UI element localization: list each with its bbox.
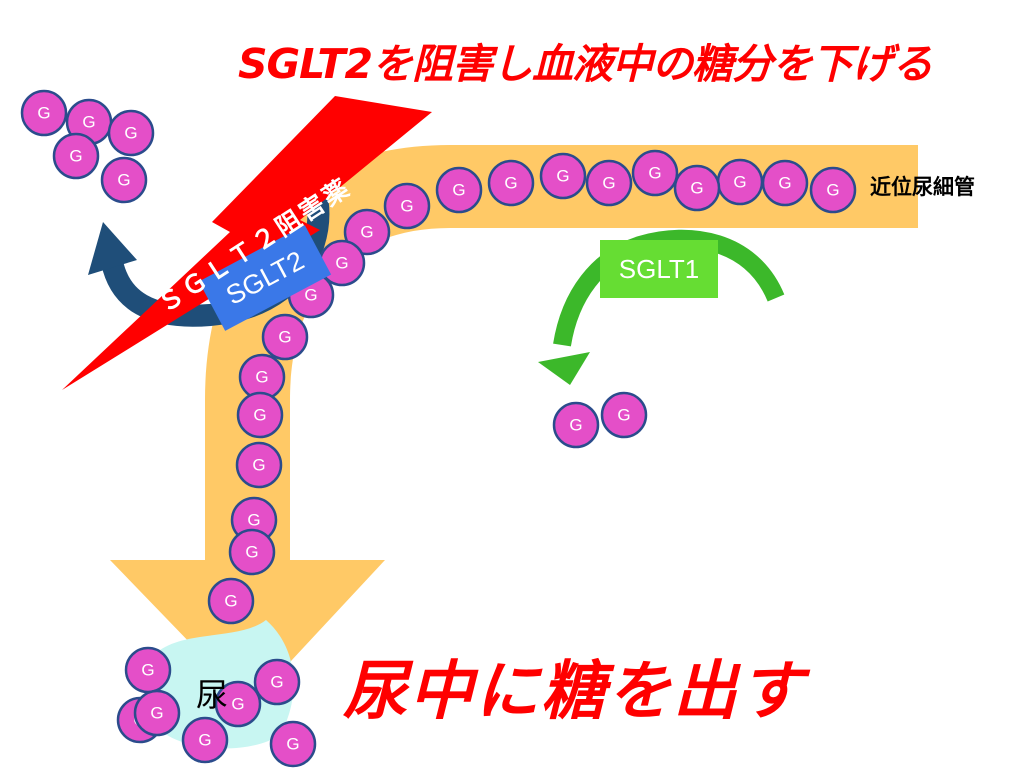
glucose-circle — [600, 391, 648, 439]
glucose-molecule: G — [236, 391, 284, 439]
glucose-circle — [181, 716, 229, 764]
glucose-label: G — [150, 704, 163, 723]
glucose-label: G — [617, 406, 630, 425]
glucose-label: G — [245, 543, 258, 562]
glucose-label: G — [286, 735, 299, 754]
sglt1-transporter: SGLT1 — [600, 240, 718, 298]
glucose-circle — [269, 720, 317, 768]
sglt2-arrowhead — [88, 222, 137, 275]
glucose-label: G — [252, 456, 265, 475]
glucose-label: G — [826, 181, 839, 200]
glucose-label: G — [648, 164, 661, 183]
sglt1-arrowhead — [538, 352, 590, 385]
glucose-circle — [107, 109, 155, 157]
glucose-label: G — [69, 147, 82, 166]
glucose-circle — [435, 166, 483, 214]
glucose-label: G — [452, 181, 465, 200]
glucose-label: G — [778, 174, 791, 193]
glucose-label: G — [602, 174, 615, 193]
glucose-circle — [585, 159, 633, 207]
glucose-label: G — [304, 286, 317, 305]
glucose-label: G — [733, 173, 746, 192]
glucose-molecule: G — [269, 720, 317, 768]
glucose-molecule: G — [133, 689, 181, 737]
glucose-label: G — [117, 171, 130, 190]
glucose-label: G — [247, 511, 260, 530]
glucose-label: G — [270, 673, 283, 692]
glucose-circle — [809, 166, 857, 214]
glucose-circle — [228, 528, 276, 576]
glucose-molecule: G — [487, 159, 535, 207]
glucose-molecule: G — [631, 149, 679, 197]
glucose-molecule: G — [253, 658, 301, 706]
glucose-molecule: G — [435, 166, 483, 214]
glucose-molecule: G — [261, 313, 309, 361]
glucose-circle — [487, 159, 535, 207]
glucose-label: G — [556, 167, 569, 186]
glucose-circle — [235, 441, 283, 489]
glucose-molecule: G — [228, 528, 276, 576]
glucose-label: G — [360, 223, 373, 242]
urine-label: 尿 — [196, 676, 229, 714]
glucose-circle — [253, 658, 301, 706]
glucose-label: G — [504, 174, 517, 193]
glucose-molecule: G — [20, 89, 68, 137]
glucose-label: G — [124, 124, 137, 143]
glucose-circle — [261, 313, 309, 361]
glucose-molecule: G — [716, 158, 764, 206]
glucose-label: G — [400, 197, 413, 216]
glucose-molecule: G — [207, 577, 255, 625]
glucose-molecule: G — [383, 182, 431, 230]
page-title: SGLT2を阻害し血液中の糖分を下げる — [237, 40, 933, 88]
glucose-label: G — [231, 695, 244, 714]
glucose-circle — [100, 156, 148, 204]
glucose-molecule: G — [585, 159, 633, 207]
glucose-label: G — [255, 368, 268, 387]
glucose-label: G — [141, 661, 154, 680]
glucose-molecule: G — [343, 208, 391, 256]
inhibitor-bolt — [62, 96, 432, 390]
glucose-circle — [631, 149, 679, 197]
tubule-label: 近位尿細管 — [870, 175, 975, 199]
glucose-molecule: G — [552, 401, 600, 449]
glucose-circle — [236, 391, 284, 439]
glucose-circle — [52, 132, 100, 180]
glucose-molecule: G — [181, 716, 229, 764]
glucose-label: G — [198, 731, 211, 750]
glucose-molecule: G — [124, 646, 172, 694]
glucose-molecule: G — [107, 109, 155, 157]
glucose-molecule: G — [235, 441, 283, 489]
glucose-label: G — [224, 592, 237, 611]
glucose-molecule: G — [673, 164, 721, 212]
glucose-molecule: G — [214, 680, 262, 728]
glucose-molecule: G — [539, 152, 587, 200]
glucose-circle — [207, 577, 255, 625]
glucose-circle — [552, 401, 600, 449]
glucose-label: G — [37, 104, 50, 123]
glucose-circle — [673, 164, 721, 212]
glucose-molecule: G — [809, 166, 857, 214]
glucose-circle — [20, 89, 68, 137]
glucose-circle — [214, 680, 262, 728]
glucose-label: G — [253, 406, 266, 425]
glucose-label: G — [278, 328, 291, 347]
glucose-label: G — [569, 416, 582, 435]
main-caption: 尿中に糖を出す — [343, 655, 805, 729]
glucose-circle — [133, 689, 181, 737]
glucose-molecule: G — [52, 132, 100, 180]
glucose-label: G — [335, 254, 348, 273]
glucose-circle — [383, 182, 431, 230]
glucose-circle — [343, 208, 391, 256]
glucose-label: G — [690, 179, 703, 198]
glucose-molecule: G — [761, 159, 809, 207]
glucose-circle — [539, 152, 587, 200]
glucose-molecule: G — [600, 391, 648, 439]
glucose-molecule: G — [100, 156, 148, 204]
glucose-label: G — [82, 113, 95, 132]
